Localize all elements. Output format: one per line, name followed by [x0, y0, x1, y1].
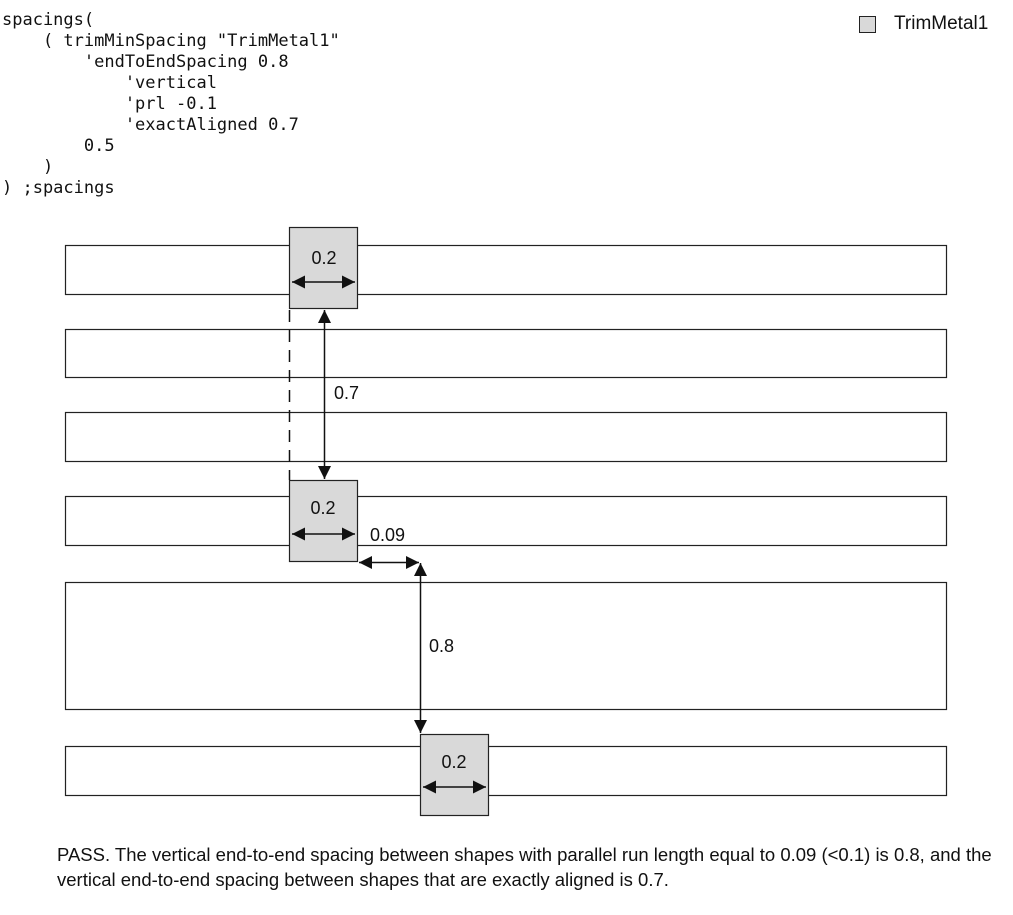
code-line: ( trimMinSpacing "TrimMetal1"	[2, 31, 340, 51]
metal-wire	[64, 581, 948, 711]
code-line: ) ;spacings	[2, 178, 115, 198]
trim-width-label: 0.2	[311, 248, 336, 268]
code-line: 'vertical	[2, 73, 217, 93]
end-to-end-spacing-label: 0.8	[429, 636, 454, 656]
legend-swatch	[859, 15, 876, 33]
legend: TrimMetal1	[859, 13, 988, 35]
trim-shape-bottom	[419, 733, 490, 817]
metal-wire	[64, 411, 948, 463]
metal-wire	[64, 328, 948, 379]
trim-shapes	[288, 226, 490, 817]
trim-width-label: 0.2	[310, 498, 335, 518]
code-line: )	[2, 157, 54, 177]
code-line: 'exactAligned 0.7	[2, 115, 299, 135]
metal-wire	[64, 495, 948, 547]
code-line: spacings(	[2, 10, 95, 30]
code-line: 'prl -0.1	[2, 94, 217, 114]
trim-width-label: 0.2	[441, 752, 466, 772]
code-listing: spacings( ( trimMinSpacing "TrimMetal1" …	[2, 10, 340, 199]
metal-wires	[64, 244, 948, 797]
trim-width-arrows	[292, 275, 486, 794]
trim-shape-top	[288, 226, 359, 310]
code-line: 0.5	[2, 136, 115, 156]
legend-label: TrimMetal1	[894, 13, 989, 34]
exact-aligned-spacing-label: 0.7	[334, 383, 359, 403]
metal-wire	[64, 244, 948, 296]
prl-label: 0.09	[370, 525, 405, 545]
caption: PASS. The vertical end-to-end spacing be…	[57, 844, 992, 890]
trim-shape-middle	[288, 479, 359, 563]
code-line: 'endToEndSpacing 0.8	[2, 52, 289, 72]
metal-wire	[64, 745, 948, 797]
